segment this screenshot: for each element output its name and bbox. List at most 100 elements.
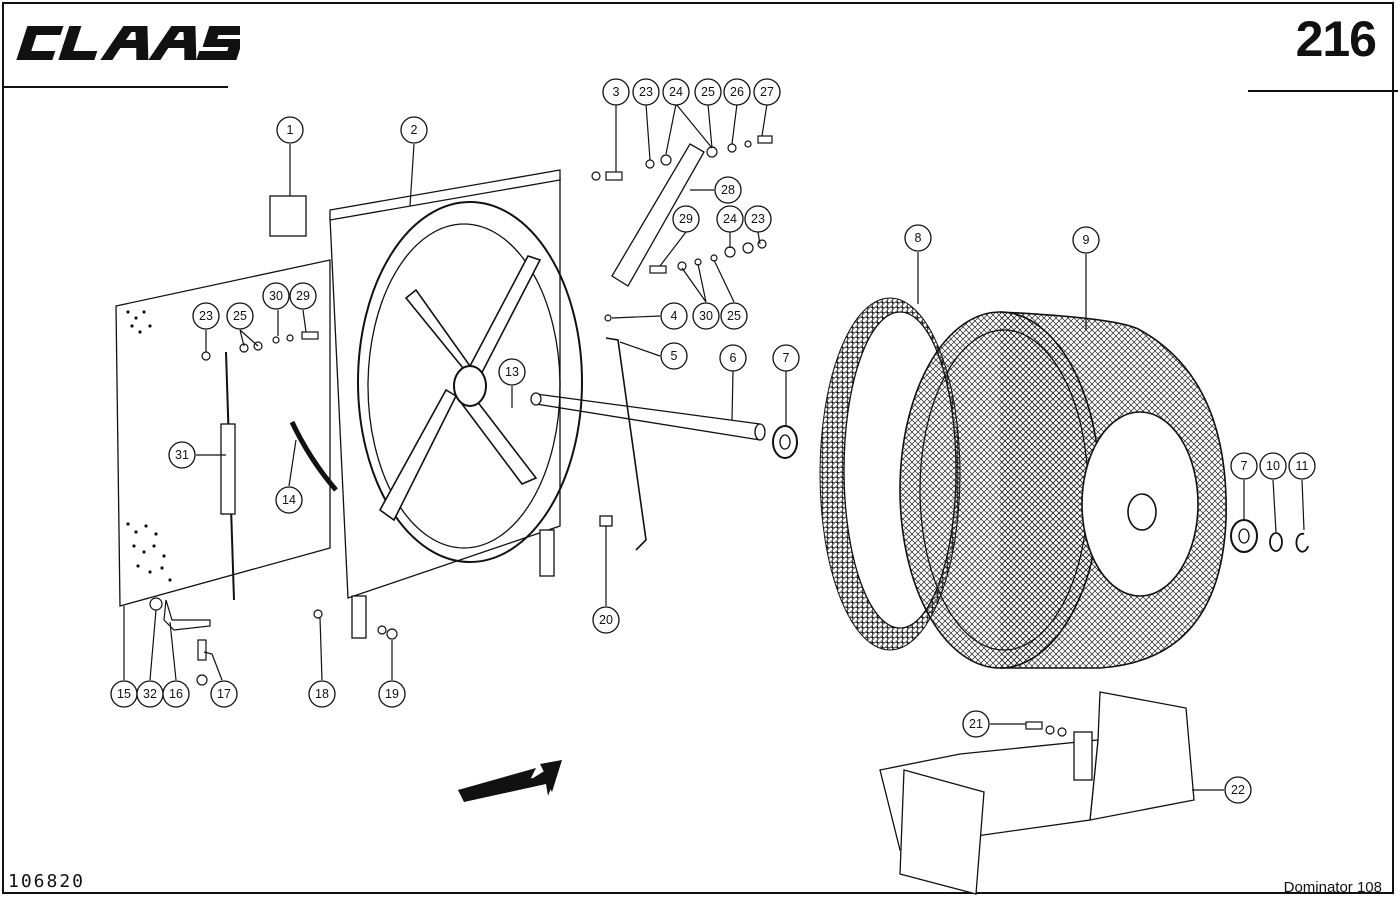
- svg-text:23: 23: [199, 309, 213, 323]
- callout-23: 23: [744, 205, 772, 233]
- fan-ring-outer: [357, 201, 583, 563]
- callout-26: 26: [723, 78, 751, 106]
- fan-hub: [453, 365, 487, 407]
- callout-20: 20: [592, 606, 620, 634]
- svg-text:29: 29: [296, 289, 310, 303]
- callout-18: 18: [308, 680, 336, 708]
- part-plate: [269, 195, 307, 237]
- callout-28: 28: [714, 176, 742, 204]
- svg-text:2: 2: [411, 123, 418, 137]
- callout-11: 11: [1288, 452, 1316, 480]
- frame-leg-right: [539, 529, 555, 577]
- svg-text:7: 7: [783, 351, 790, 365]
- callout-1: 1: [276, 116, 304, 144]
- callout-23: 23: [192, 302, 220, 330]
- callout-32: 32: [136, 680, 164, 708]
- header-rule-right: [1248, 90, 1398, 92]
- callout-21: 21: [962, 710, 990, 738]
- part-clip: [599, 515, 613, 527]
- svg-text:32: 32: [143, 687, 157, 701]
- machine-model: Dominator 108: [1283, 879, 1382, 896]
- svg-text:14: 14: [282, 493, 296, 507]
- svg-text:15: 15: [117, 687, 131, 701]
- svg-text:18: 18: [315, 687, 329, 701]
- callout-16: 16: [162, 680, 190, 708]
- svg-text:29: 29: [679, 212, 693, 226]
- svg-text:9: 9: [1083, 233, 1090, 247]
- callout-24: 24: [662, 78, 690, 106]
- callout-10: 10: [1259, 452, 1287, 480]
- fan-ring-inner: [367, 223, 561, 549]
- fan-blades: [378, 255, 542, 522]
- callout-25: 25: [694, 78, 722, 106]
- svg-text:23: 23: [751, 212, 765, 226]
- svg-text:6: 6: [730, 351, 737, 365]
- callout-8: 8: [904, 224, 932, 252]
- svg-text:22: 22: [1231, 783, 1245, 797]
- svg-text:24: 24: [723, 212, 737, 226]
- page-number: 216: [1295, 11, 1377, 67]
- panel-perforations: [126, 310, 172, 582]
- callout-31: 31: [168, 441, 196, 469]
- hardware-small-parts: [149, 135, 1067, 737]
- svg-text:25: 25: [727, 309, 741, 323]
- callout-3: 3: [602, 78, 630, 106]
- svg-text:16: 16: [169, 687, 183, 701]
- svg-text:17: 17: [217, 687, 231, 701]
- svg-text:19: 19: [385, 687, 399, 701]
- callout-25: 25: [720, 302, 748, 330]
- callout-29: 29: [672, 205, 700, 233]
- svg-text:5: 5: [671, 349, 678, 363]
- callout-4: 4: [660, 302, 688, 330]
- callout-25: 25: [226, 302, 254, 330]
- part-rod: [605, 337, 647, 551]
- svg-text:1: 1: [287, 123, 294, 137]
- callout-5: 5: [660, 342, 688, 370]
- svg-text:7: 7: [1241, 459, 1248, 473]
- frame-leg-left: [351, 595, 367, 639]
- callout-19: 19: [378, 680, 406, 708]
- part-washer: [1269, 532, 1283, 552]
- header-rule-left: [2, 86, 228, 88]
- svg-text:24: 24: [669, 85, 683, 99]
- part-circlip: [1295, 532, 1309, 553]
- callout-30: 30: [262, 282, 290, 310]
- svg-text:11: 11: [1296, 459, 1309, 473]
- callout-6: 6: [719, 344, 747, 372]
- claas-logo: [16, 26, 240, 60]
- svg-text:20: 20: [599, 613, 613, 627]
- svg-text:31: 31: [175, 448, 189, 462]
- part-curved-strip: [289, 420, 338, 492]
- callout-9: 9: [1072, 226, 1100, 254]
- part-bearing: [772, 425, 798, 459]
- svg-text:13: 13: [505, 365, 519, 379]
- callout-24: 24: [716, 205, 744, 233]
- callout-15: 15: [110, 680, 138, 708]
- part-rotary-screen: [899, 311, 1227, 669]
- callout-14: 14: [275, 486, 303, 514]
- svg-text:23: 23: [639, 85, 653, 99]
- svg-text:8: 8: [915, 231, 922, 245]
- svg-text:25: 25: [233, 309, 247, 323]
- frame-top-flange: [329, 169, 561, 221]
- callout-7: 7: [1230, 452, 1258, 480]
- part-support-strap: [611, 143, 705, 287]
- part-fan-shaft: [530, 392, 766, 441]
- svg-text:30: 30: [269, 289, 283, 303]
- svg-text:30: 30: [699, 309, 713, 323]
- part-bearing-right: [1230, 519, 1258, 553]
- svg-text:10: 10: [1266, 459, 1280, 473]
- svg-text:27: 27: [760, 85, 774, 99]
- callout-23: 23: [632, 78, 660, 106]
- callout-22: 22: [1224, 776, 1252, 804]
- callout-7: 7: [772, 344, 800, 372]
- callout-13: 13: [498, 358, 526, 386]
- leader-lines: [123, 103, 1305, 791]
- drawing-number: 106820: [8, 871, 86, 892]
- svg-text:28: 28: [721, 183, 735, 197]
- svg-text:21: 21: [969, 717, 983, 731]
- part-fan-frame: [329, 177, 561, 599]
- callout-17: 17: [210, 680, 238, 708]
